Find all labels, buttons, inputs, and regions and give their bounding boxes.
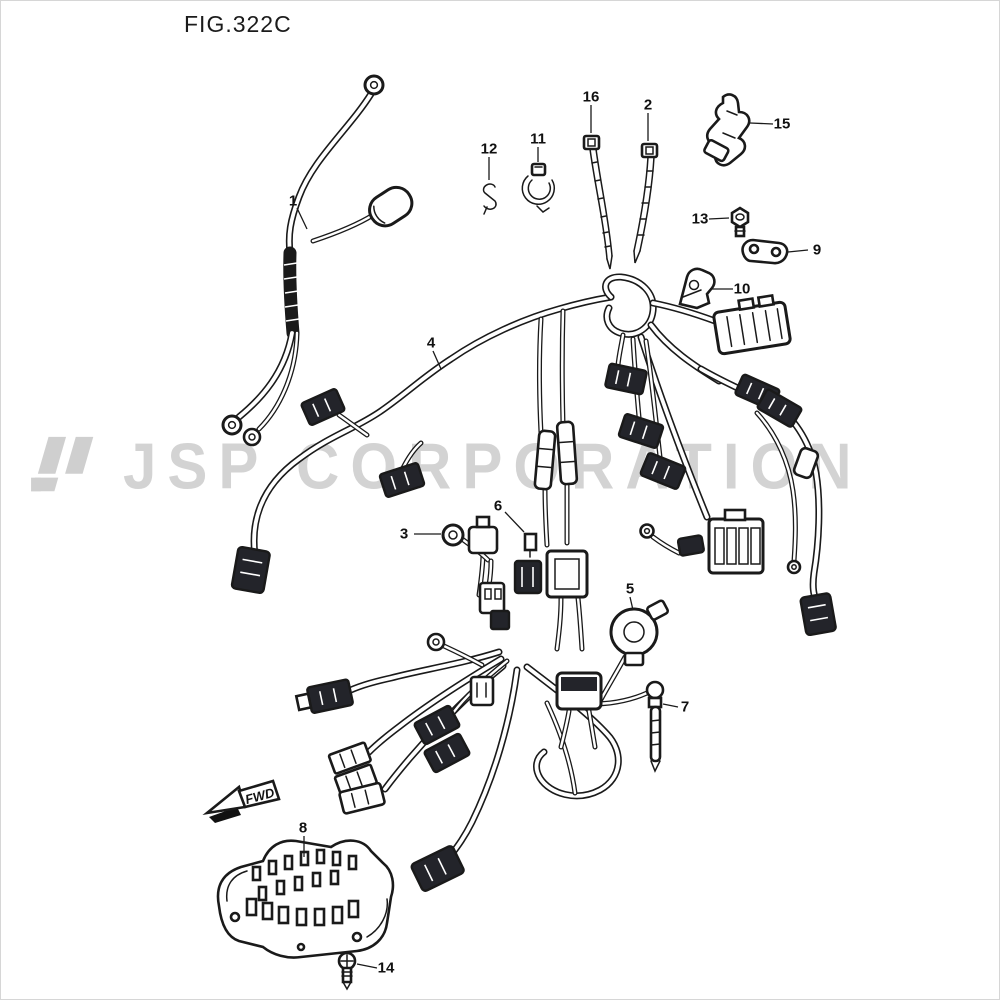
figure-title: FIG.322C xyxy=(184,11,292,37)
part-11-clamp xyxy=(521,162,555,213)
part-6-fitting xyxy=(523,532,538,558)
callout-6: 6 xyxy=(493,497,503,515)
callout-13: 13 xyxy=(691,210,709,228)
part-15-clamp xyxy=(703,93,751,167)
part-7-screw-stay xyxy=(645,680,665,773)
callout-5: 5 xyxy=(625,580,635,598)
callout-1: 1 xyxy=(288,192,298,210)
callout-4: 4 xyxy=(426,334,436,352)
callout-15: 15 xyxy=(773,115,791,133)
callout-leader-lines xyxy=(296,105,809,969)
part-9-bracket xyxy=(741,238,789,265)
part-14-screw xyxy=(337,951,357,991)
part-5-sensor xyxy=(609,599,670,667)
part-2-cable-tie xyxy=(633,142,659,264)
callout-7: 7 xyxy=(680,698,690,716)
fwd-arrow: FWD xyxy=(202,779,281,823)
harness-connectors xyxy=(230,293,837,892)
part-13-bolt xyxy=(730,206,750,238)
callout-11: 11 xyxy=(530,130,546,148)
part-3-ring-terminal xyxy=(441,523,465,547)
callout-3: 3 xyxy=(399,525,409,543)
callout-16: 16 xyxy=(582,88,600,106)
jsp-logo-icon xyxy=(31,436,94,492)
callout-2: 2 xyxy=(643,96,653,114)
callout-14: 14 xyxy=(377,959,395,977)
part-8-fuse-box xyxy=(216,839,395,959)
part-10-clip xyxy=(678,267,716,310)
callout-9: 9 xyxy=(812,241,822,259)
callout-12: 12 xyxy=(480,140,498,158)
part-12-wire-clip xyxy=(482,183,497,215)
callout-8: 8 xyxy=(298,819,308,837)
callout-10: 10 xyxy=(733,280,751,298)
part-1-battery-cable xyxy=(221,74,414,447)
part-16-cable-tie xyxy=(582,134,613,270)
